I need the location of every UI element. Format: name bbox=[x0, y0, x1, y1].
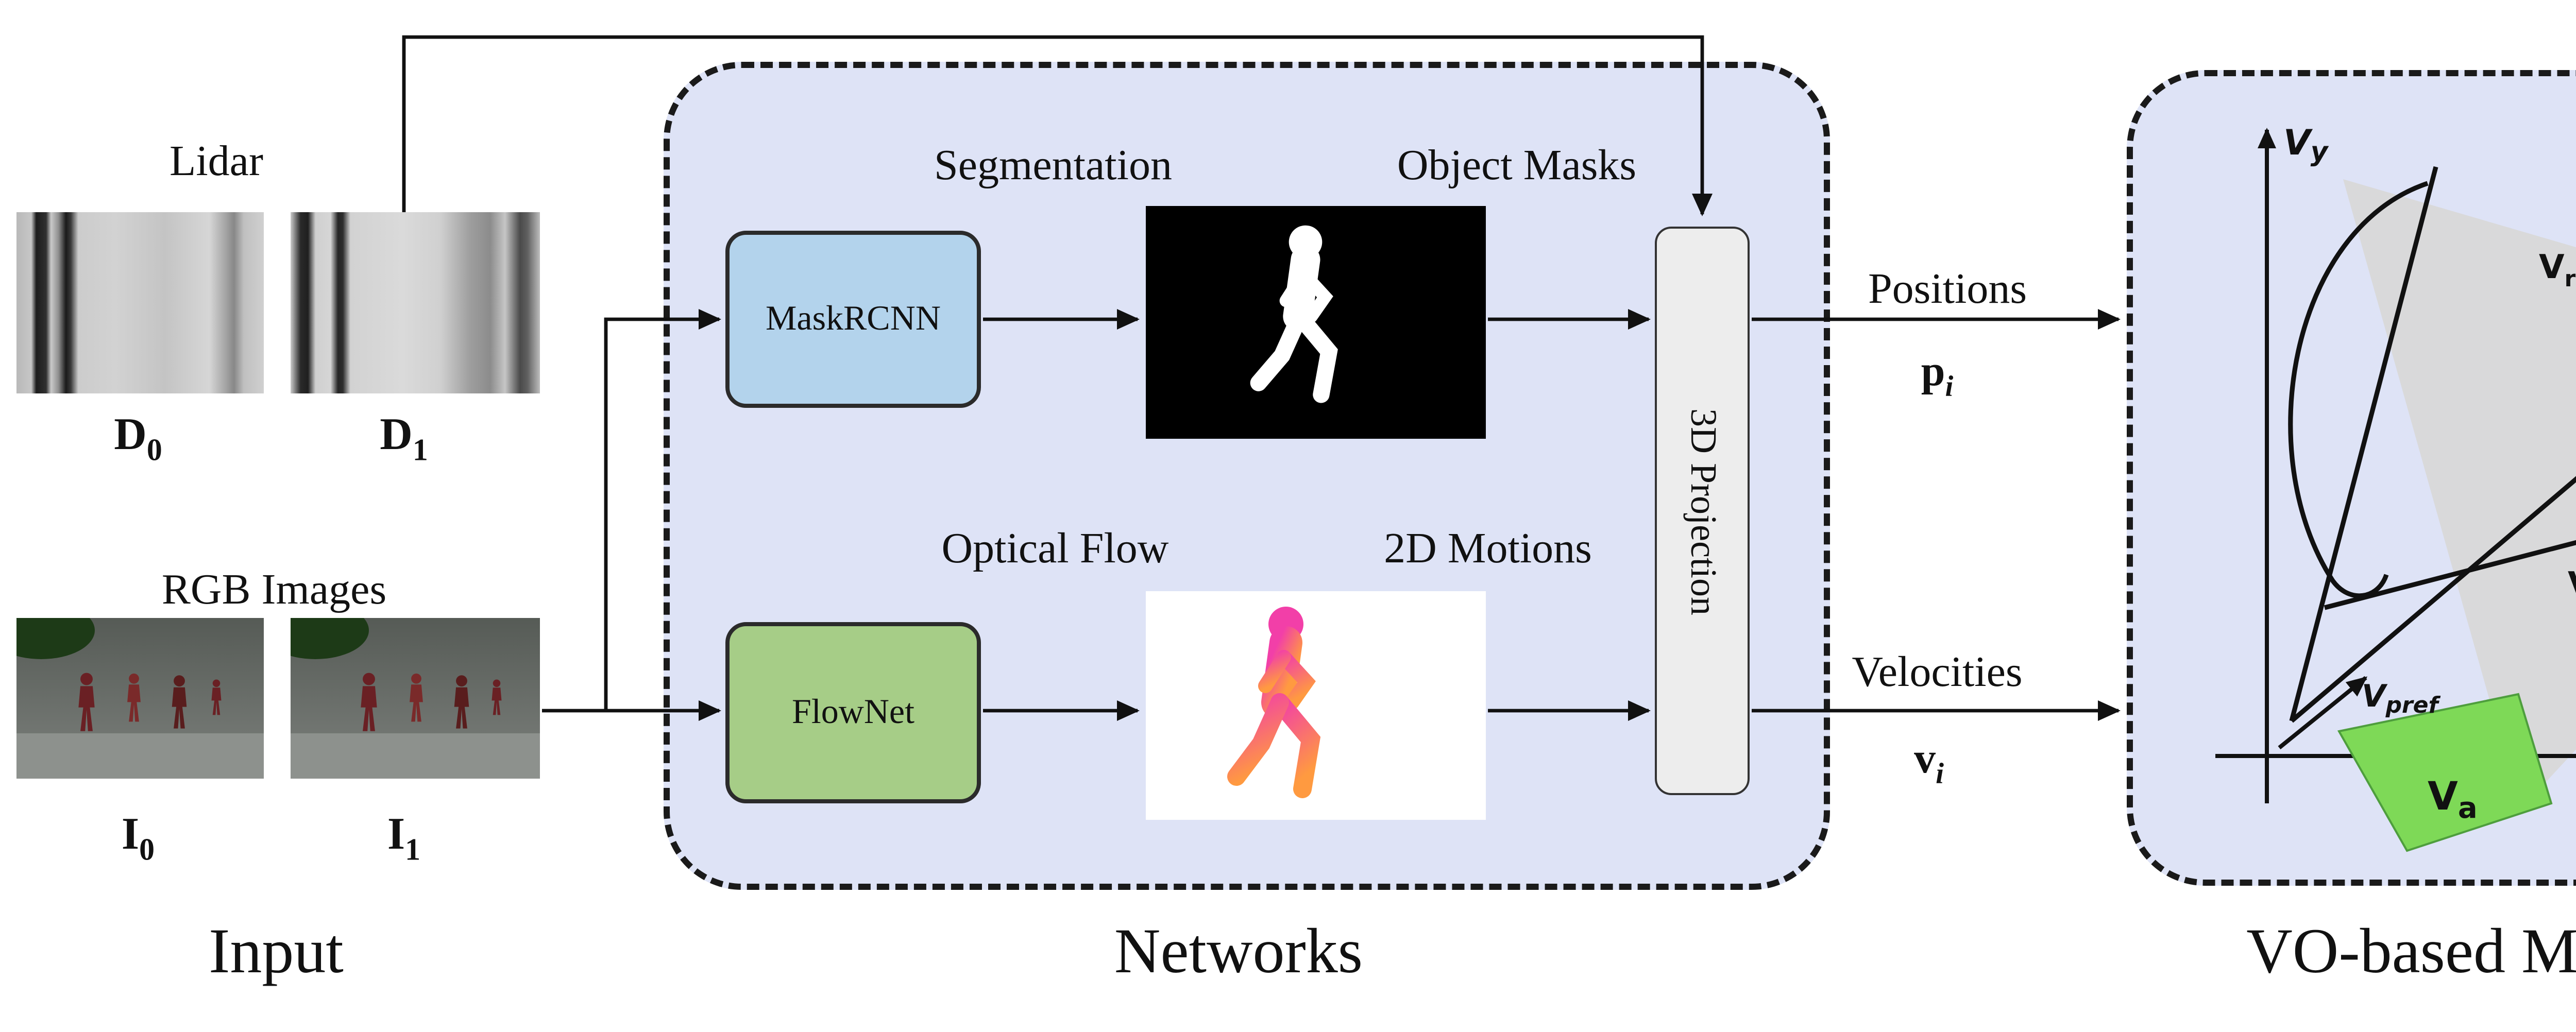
vo-method-title: VO-based Method bbox=[2246, 915, 2576, 987]
segmentation-label: Segmentation bbox=[934, 140, 1172, 190]
foliage-blob bbox=[291, 618, 369, 659]
velocities-symbol: vi bbox=[1914, 733, 1944, 792]
rgb-frame-i1 bbox=[291, 618, 540, 779]
projection-node: 3D Projection bbox=[1655, 227, 1750, 795]
positions-label: Positions bbox=[1868, 264, 2027, 313]
maskrcnn-label: MaskRCNN bbox=[765, 299, 941, 338]
maskrcnn-node: MaskRCNN bbox=[725, 231, 981, 408]
networks-title: Networks bbox=[1114, 915, 1363, 987]
lidar-label: Lidar bbox=[170, 136, 263, 185]
pedestrian-silhouettes bbox=[78, 673, 222, 731]
rgb-frame-i0 bbox=[16, 618, 264, 779]
lidar-frame-d1 bbox=[291, 212, 540, 393]
lidar-frame-d0 bbox=[16, 212, 264, 393]
d1-symbol: D1 bbox=[380, 408, 428, 469]
rgb-images-label: RGB Images bbox=[161, 564, 387, 614]
positions-symbol: pi bbox=[1921, 346, 1954, 404]
i0-symbol: I0 bbox=[121, 807, 155, 868]
input-title: Input bbox=[209, 915, 344, 987]
person-mask-silhouette bbox=[1250, 225, 1338, 403]
flownet-node: FlowNet bbox=[725, 622, 981, 803]
flownet-label: FlowNet bbox=[792, 692, 914, 731]
d0-symbol: D0 bbox=[114, 408, 162, 469]
optical-flow-label: Optical Flow bbox=[941, 523, 1169, 573]
2d-motions-label: 2D Motions bbox=[1384, 523, 1592, 573]
object-mask-image bbox=[1146, 206, 1486, 439]
projection-label: 3D Projection bbox=[1683, 407, 1724, 614]
pedestrian-silhouettes bbox=[361, 673, 502, 731]
optical-flow-image bbox=[1146, 591, 1486, 820]
velocities-label: Velocities bbox=[1852, 647, 2023, 696]
i1-symbol: I1 bbox=[387, 807, 421, 868]
person-flow-silhouette bbox=[1227, 607, 1321, 798]
foliage-blob bbox=[16, 618, 95, 659]
vo-method-panel bbox=[2127, 70, 2576, 886]
object-masks-label: Object Masks bbox=[1397, 140, 1637, 190]
